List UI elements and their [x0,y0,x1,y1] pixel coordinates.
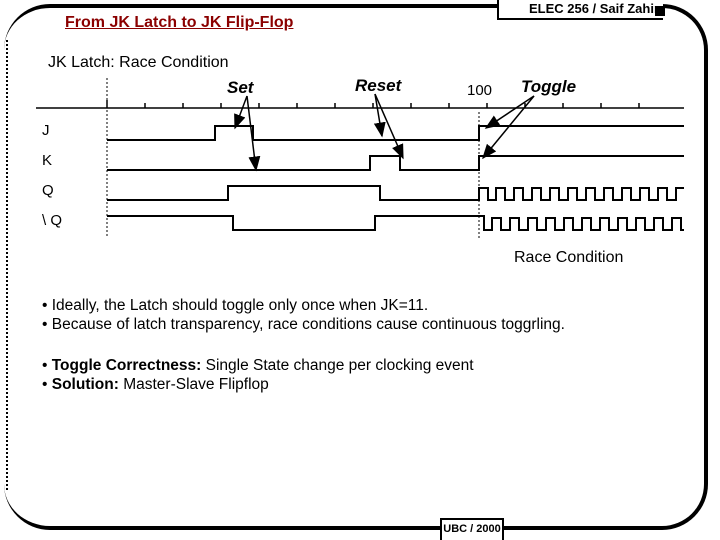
course-header: ELEC 256 / Saif Zahir [497,0,663,20]
bullet-item: • Ideally, the Latch should toggle only … [42,297,429,314]
bullet-bold-term: Solution: [51,376,119,393]
bullet-item: • Solution: Master-Slave Flipflop [42,376,269,393]
bullet-item: • Toggle Correctness: Single State chang… [42,357,474,374]
bullet-list-2: • Toggle Correctness: Single State chang… [42,356,474,394]
time-axis-ticks [106,100,640,108]
waveform-q [107,185,684,201]
signal-label-j: J [42,122,50,139]
reset-arrow-j [373,93,386,138]
bullet-text: Master-Slave Flipflop [118,376,269,393]
signal-label-k: K [42,152,53,169]
reset-label: Reset [355,76,402,95]
slide-frame [4,4,708,530]
waveform-q-bar [107,215,684,231]
waveform-j [107,125,684,141]
slide-title: From JK Latch to JK Flip-Flop [65,14,294,31]
toggle-arrow-k [482,95,535,160]
signal-label-q: Q [42,182,54,199]
bullet-text: Single State change per clocking event [201,357,474,374]
diagram-subtitle: JK Latch: Race Condition [48,54,229,71]
slide-frame-left-edge [6,40,8,490]
footer-label: UBC / 2000 [440,518,504,540]
toggle-arrow-j [484,95,535,129]
race-condition-label: Race Condition [514,249,624,266]
header-corner-square [655,6,665,16]
waveform-k [107,155,684,171]
time-100-label: 100 [467,82,493,99]
bullet-bold-term: Toggle Correctness: [51,357,202,374]
reset-arrow-k [374,93,404,160]
toggle-label: Toggle [521,77,577,96]
signal-label-q-bar: \ Q [42,212,63,229]
bullet-list-1: • Ideally, the Latch should toggle only … [42,296,565,334]
set-arrow-q [246,95,261,172]
set-arrow-j [234,95,248,130]
bullet-item: • Because of latch transparency, race co… [42,316,565,333]
set-label: Set [227,78,254,97]
